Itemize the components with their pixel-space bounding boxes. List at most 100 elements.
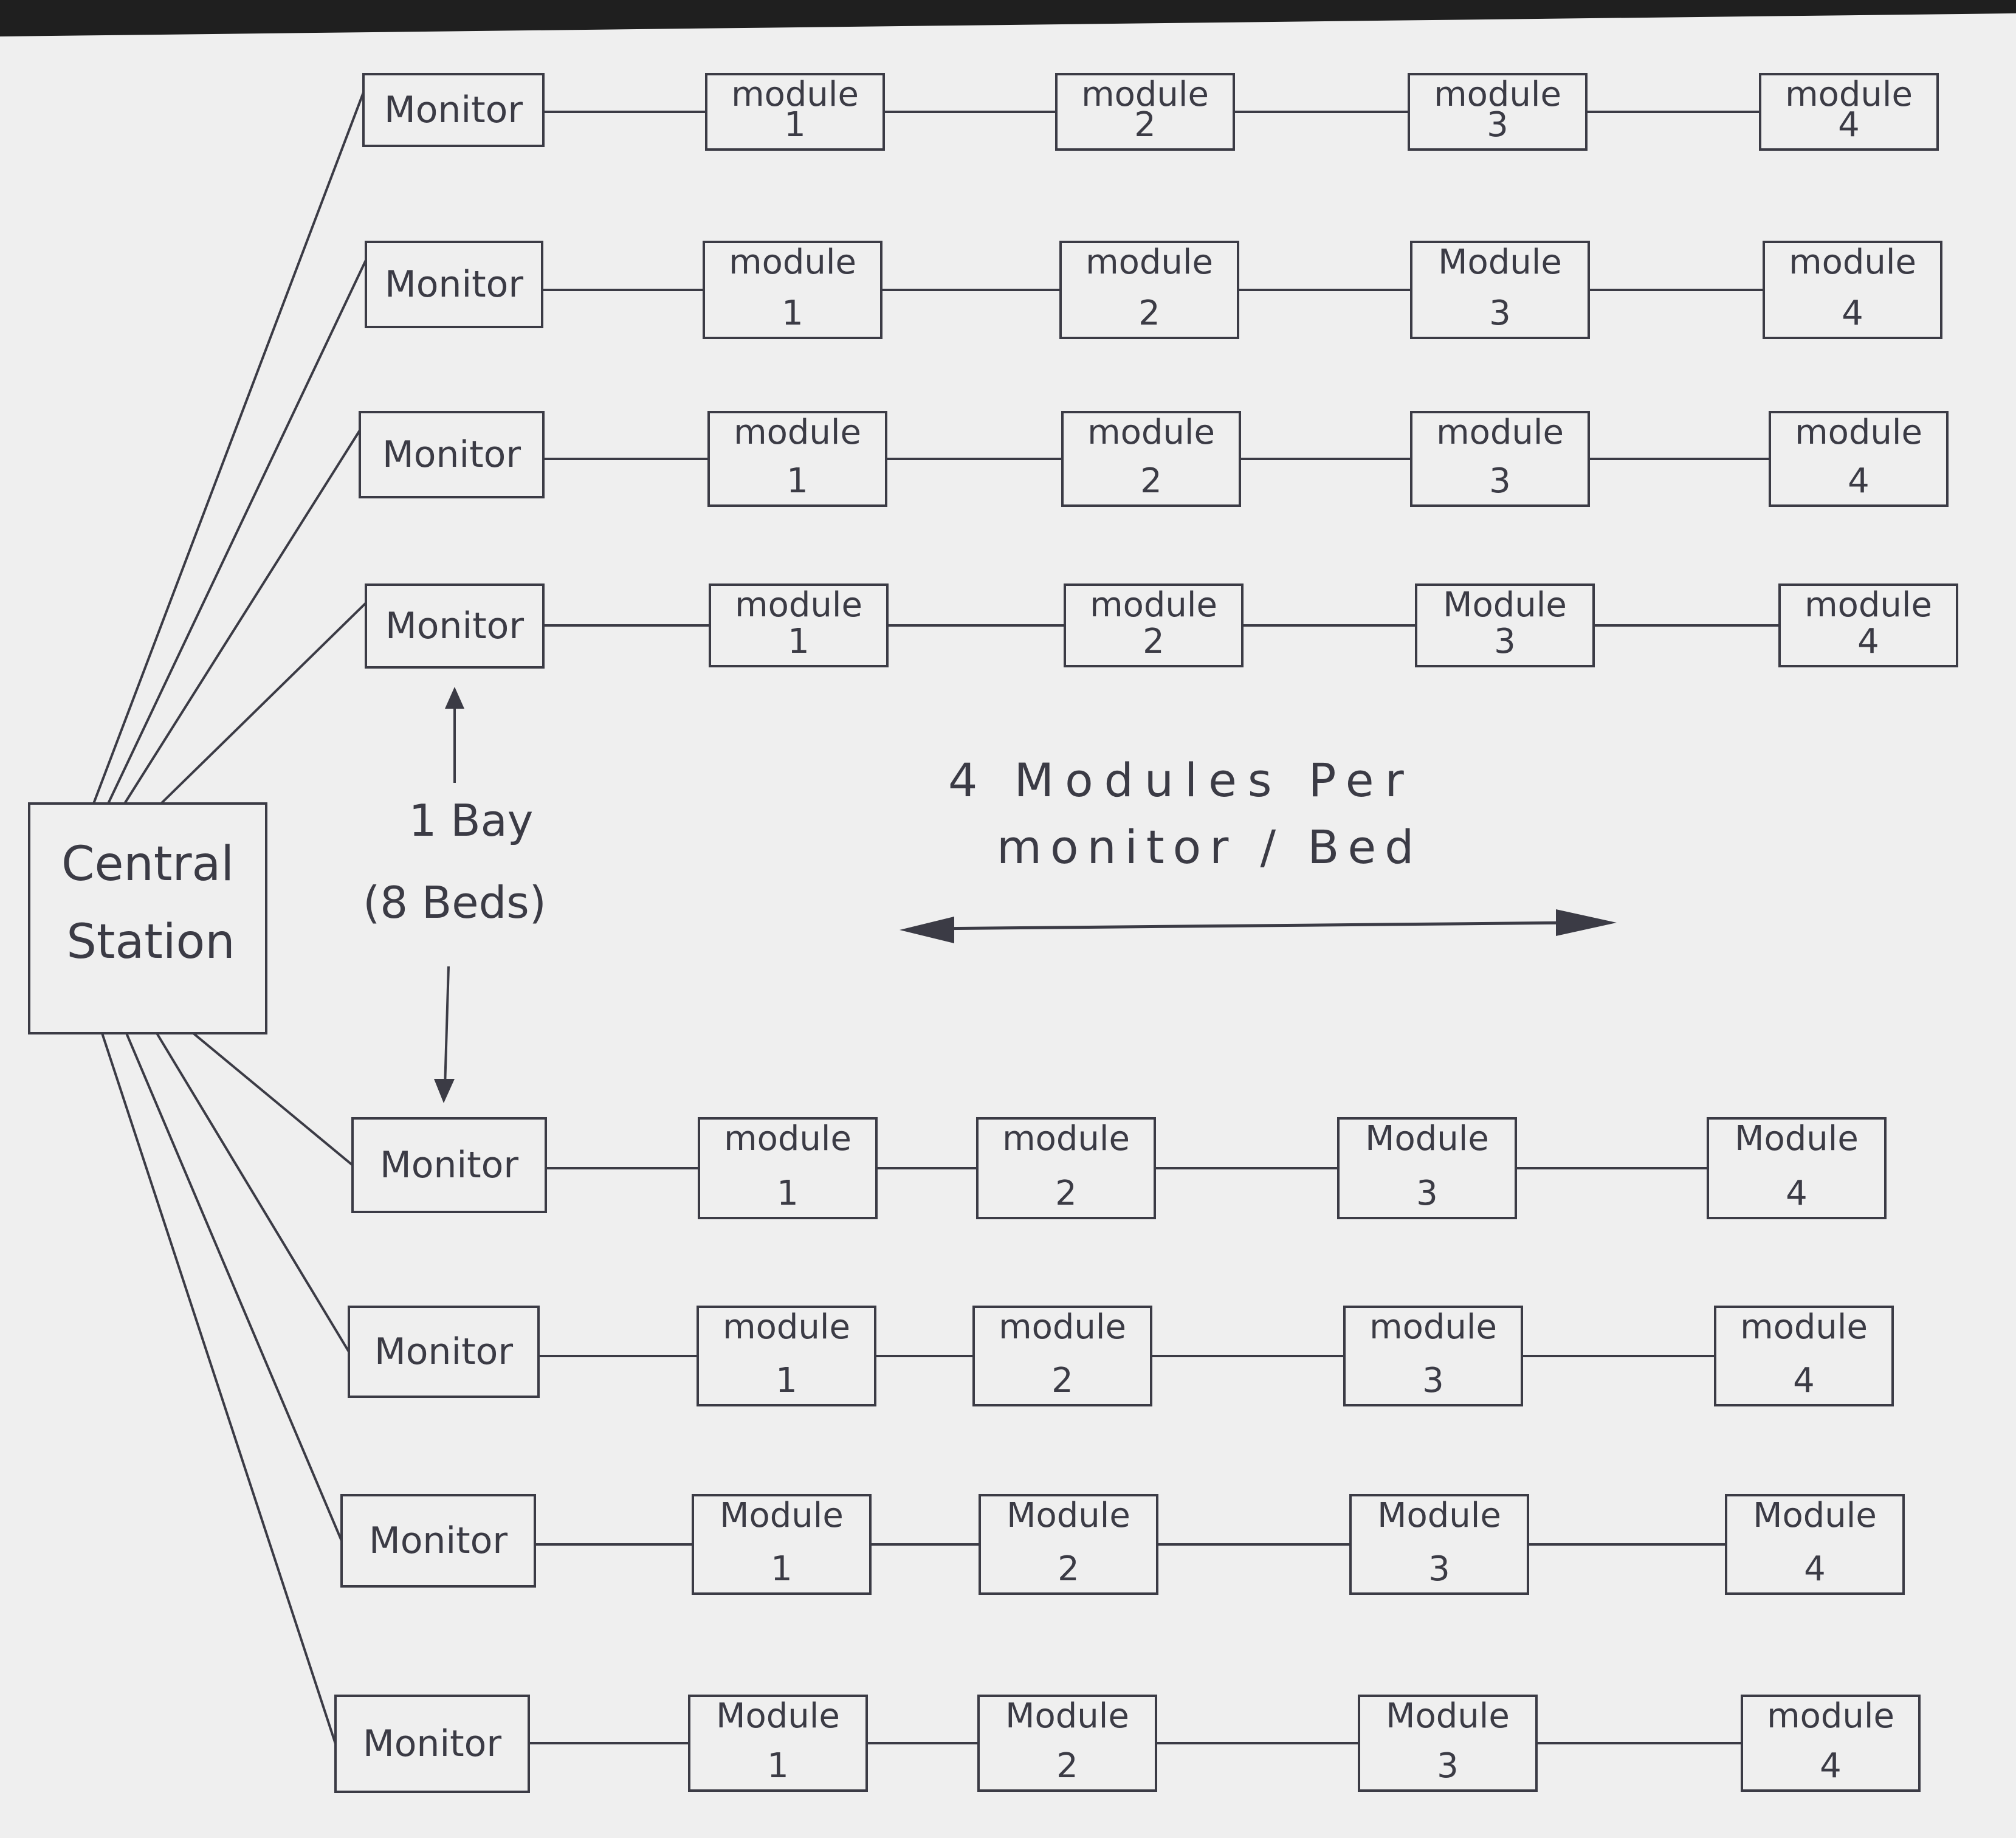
connection-lines xyxy=(92,92,1780,1744)
module-box-8-3 xyxy=(1358,1695,1538,1792)
module-box-3-2 xyxy=(1061,411,1241,507)
module-note-arrow-left-head xyxy=(900,917,954,943)
module-box-2-3 xyxy=(1410,241,1590,339)
module-label-5-4: Module xyxy=(1735,1119,1859,1158)
monitor-box-1 xyxy=(362,73,545,147)
module-note-arrow-right-head xyxy=(1556,909,1617,936)
module-box-5-3 xyxy=(1337,1117,1517,1219)
module-number-4-4: 4 xyxy=(1857,622,1879,661)
module-number-2-1: 1 xyxy=(782,294,803,333)
module-label-2-2: module xyxy=(1085,243,1213,282)
monitor-node-5: Monitor xyxy=(351,1117,547,1213)
bay-arrow-up-head xyxy=(445,687,464,709)
module-note-line2: monitor / Bed xyxy=(997,820,1422,874)
module-box-7-4 xyxy=(1725,1494,1905,1595)
module-label-1-1: module xyxy=(731,75,859,114)
module-number-1-3: 3 xyxy=(1487,105,1509,145)
module-box-1-1 xyxy=(705,73,885,151)
module-box-6-3 xyxy=(1343,1306,1523,1406)
module-number-7-1: 1 xyxy=(771,1549,793,1589)
monitor-node-8: Monitor xyxy=(334,1695,530,1793)
module-label-4-1: module xyxy=(735,585,862,625)
module-number-8-2: 2 xyxy=(1056,1746,1078,1786)
module-label-7-4: Module xyxy=(1753,1496,1877,1535)
module-label-4-4: module xyxy=(1804,585,1932,625)
module-note-line1: 4 Modules Per xyxy=(948,753,1415,807)
module-box-3-1 xyxy=(707,411,887,507)
central-station-label-line1: Central xyxy=(61,837,234,892)
module-box-3-3 xyxy=(1410,411,1590,507)
module-box-8-1 xyxy=(688,1695,868,1792)
station-link-8 xyxy=(101,1033,337,1744)
module-number-1-1: 1 xyxy=(784,105,806,145)
module-label-8-3: Module xyxy=(1386,1696,1510,1736)
module-box-2-4 xyxy=(1763,241,1942,339)
monitor-box-3 xyxy=(359,411,545,498)
module-label-8-2: Module xyxy=(1005,1696,1129,1736)
module-label-1-4: module xyxy=(1785,75,1913,114)
module-box-2-2 xyxy=(1059,241,1239,339)
monitor-label-5: Monitor xyxy=(380,1144,518,1186)
module-box-4-2 xyxy=(1064,583,1244,667)
monitor-node-2: Monitor xyxy=(365,241,543,328)
paper-sheet xyxy=(0,13,2016,1838)
module-label-3-2: module xyxy=(1087,413,1215,452)
station-link-7 xyxy=(125,1033,343,1541)
bay-note-line1: 1 Bay xyxy=(409,795,534,846)
module-number-5-2: 2 xyxy=(1055,1174,1077,1213)
station-link-1 xyxy=(92,92,365,804)
module-label-3-3: module xyxy=(1436,413,1564,452)
module-number-5-4: 4 xyxy=(1786,1174,1808,1213)
module-label-8-4: module xyxy=(1767,1696,1894,1736)
module-node-6-3: module 3 xyxy=(1343,1306,1523,1406)
monitor-label-7: Monitor xyxy=(369,1520,507,1562)
module-box-4-3 xyxy=(1415,583,1595,667)
monitor-label-6: Monitor xyxy=(374,1330,513,1373)
module-node-5-3: Module 3 xyxy=(1337,1117,1517,1219)
module-number-1-2: 2 xyxy=(1134,105,1156,145)
station-link-5 xyxy=(192,1032,354,1166)
monitor-label-2: Monitor xyxy=(385,263,523,306)
module-number-5-3: 3 xyxy=(1416,1174,1438,1213)
module-number-6-3: 3 xyxy=(1422,1361,1444,1400)
monitor-label-8: Monitor xyxy=(363,1723,501,1765)
monitor-node-4: Monitor xyxy=(365,583,545,669)
module-label-6-2: module xyxy=(999,1307,1126,1347)
module-box-6-2 xyxy=(972,1306,1152,1406)
module-number-1-4: 4 xyxy=(1838,105,1860,145)
module-number-5-1: 1 xyxy=(777,1174,799,1213)
monitor-node-1: Monitor xyxy=(362,73,545,147)
module-label-5-3: Module xyxy=(1365,1119,1489,1158)
module-note-arrow-shaft xyxy=(923,921,1581,931)
module-number-3-1: 1 xyxy=(786,461,808,501)
module-node-8-2: Module 2 xyxy=(977,1695,1157,1792)
module-box-1-3 xyxy=(1408,73,1588,151)
module-label-6-3: module xyxy=(1369,1307,1497,1347)
station-link-6 xyxy=(156,1032,350,1353)
module-number-3-4: 4 xyxy=(1848,461,1870,501)
module-box-3-4 xyxy=(1769,411,1949,507)
module-label-4-2: module xyxy=(1090,585,1217,625)
monitor-box-7 xyxy=(340,1494,536,1588)
central-station-label-line2: Station xyxy=(66,915,235,969)
module-box-5-1 xyxy=(698,1117,878,1219)
module-box-5-4 xyxy=(1707,1117,1887,1219)
module-number-2-3: 3 xyxy=(1489,294,1511,333)
module-box-1-2 xyxy=(1055,73,1235,151)
